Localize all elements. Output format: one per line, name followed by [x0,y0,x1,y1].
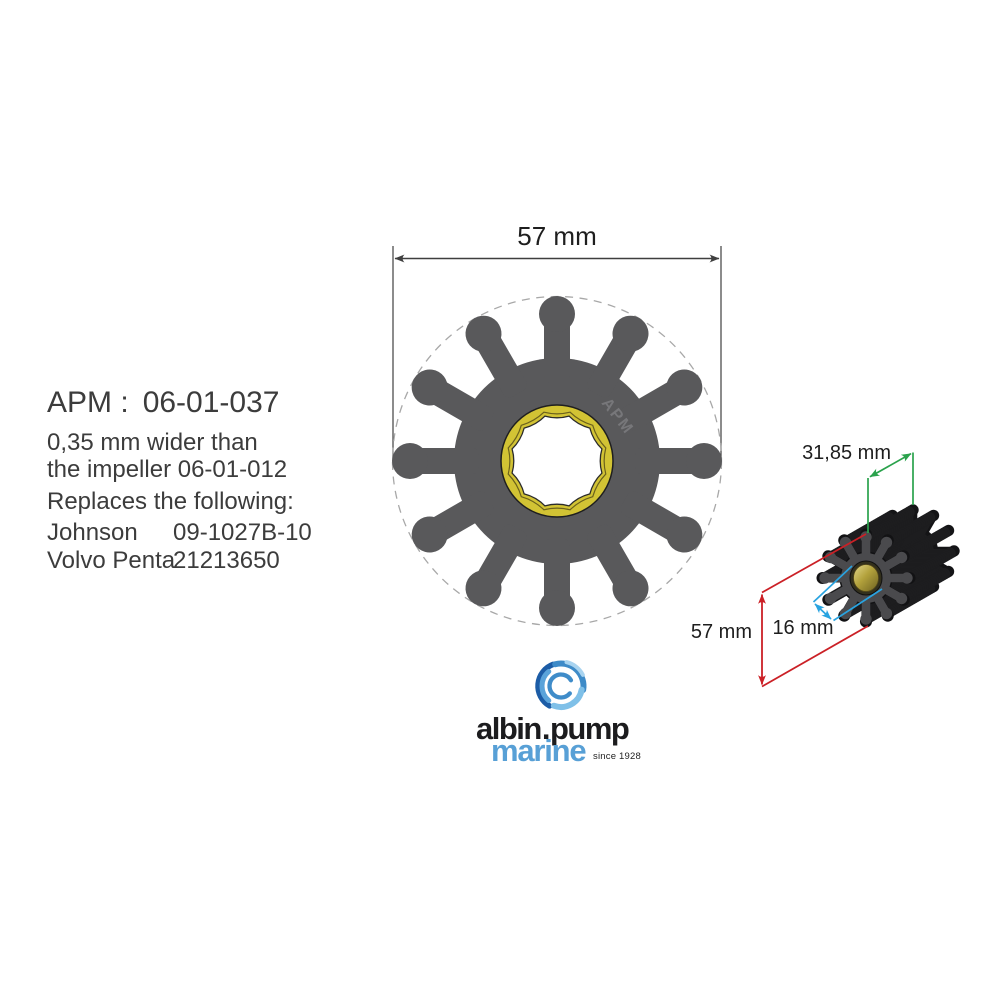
blue-leader-bottom [833,588,883,622]
logo-dot: . [541,711,551,746]
replacement-brand: Johnson [47,518,138,546]
bore-label: 16 mm [772,617,833,639]
product-info-block: APM : 06-01-037 0,35 mm wider than the im… [47,386,312,575]
apm-label: APM : [47,386,129,419]
impeller-body-top [392,296,722,626]
logo-wordmark-line1: albin.pump [476,711,630,747]
diameter-dimension-red: 57 mm [691,533,869,688]
top-diameter-label: 57 mm [517,221,596,251]
replacement-part: 09-1027B-10 [173,518,312,546]
replacement-row: Johnson 09-1027B-10 [47,519,312,547]
note-line-1: 0,35 mm wider than [47,428,258,456]
apm-code: 06-01-037 [142,386,280,419]
replaces-heading: Replaces the following: [47,487,294,515]
bore-dimension-blue: 16 mm [772,565,883,639]
replacement-part: 21213650 [173,546,280,574]
logo-swirl-icon [535,660,587,710]
impeller-top-view: 57 mm APM [391,221,723,627]
replacement-row: Volvo Penta21213650 [47,547,312,575]
logo-tagline: since 1928 [593,751,641,762]
logo-word-pump: pump [549,711,630,746]
blue-arrow-line [814,603,832,620]
top-diameter-dimension: 57 mm [392,221,722,466]
replacement-brand: Volvo Penta [47,546,176,574]
blue-leader-top [812,565,853,603]
width-dimension-green: 31,85 mm [802,442,914,533]
impeller-body-side [816,504,960,628]
green-arrow-line [869,452,912,478]
width-label: 31,85 mm [802,442,891,464]
red-leader-top [761,533,867,594]
impeller-side-view: 31,85 mm 57 mm 16 mm [691,442,960,688]
product-code-line: APM : 06-01-037 [47,386,312,421]
logo-wordmark-line2: marine [491,733,587,768]
red-leader-bottom [761,625,869,688]
note-line-2: the impeller 06-01-012 [47,455,288,483]
logo-word-albin: albin [476,711,542,746]
side-diameter-label: 57 mm [691,621,752,643]
